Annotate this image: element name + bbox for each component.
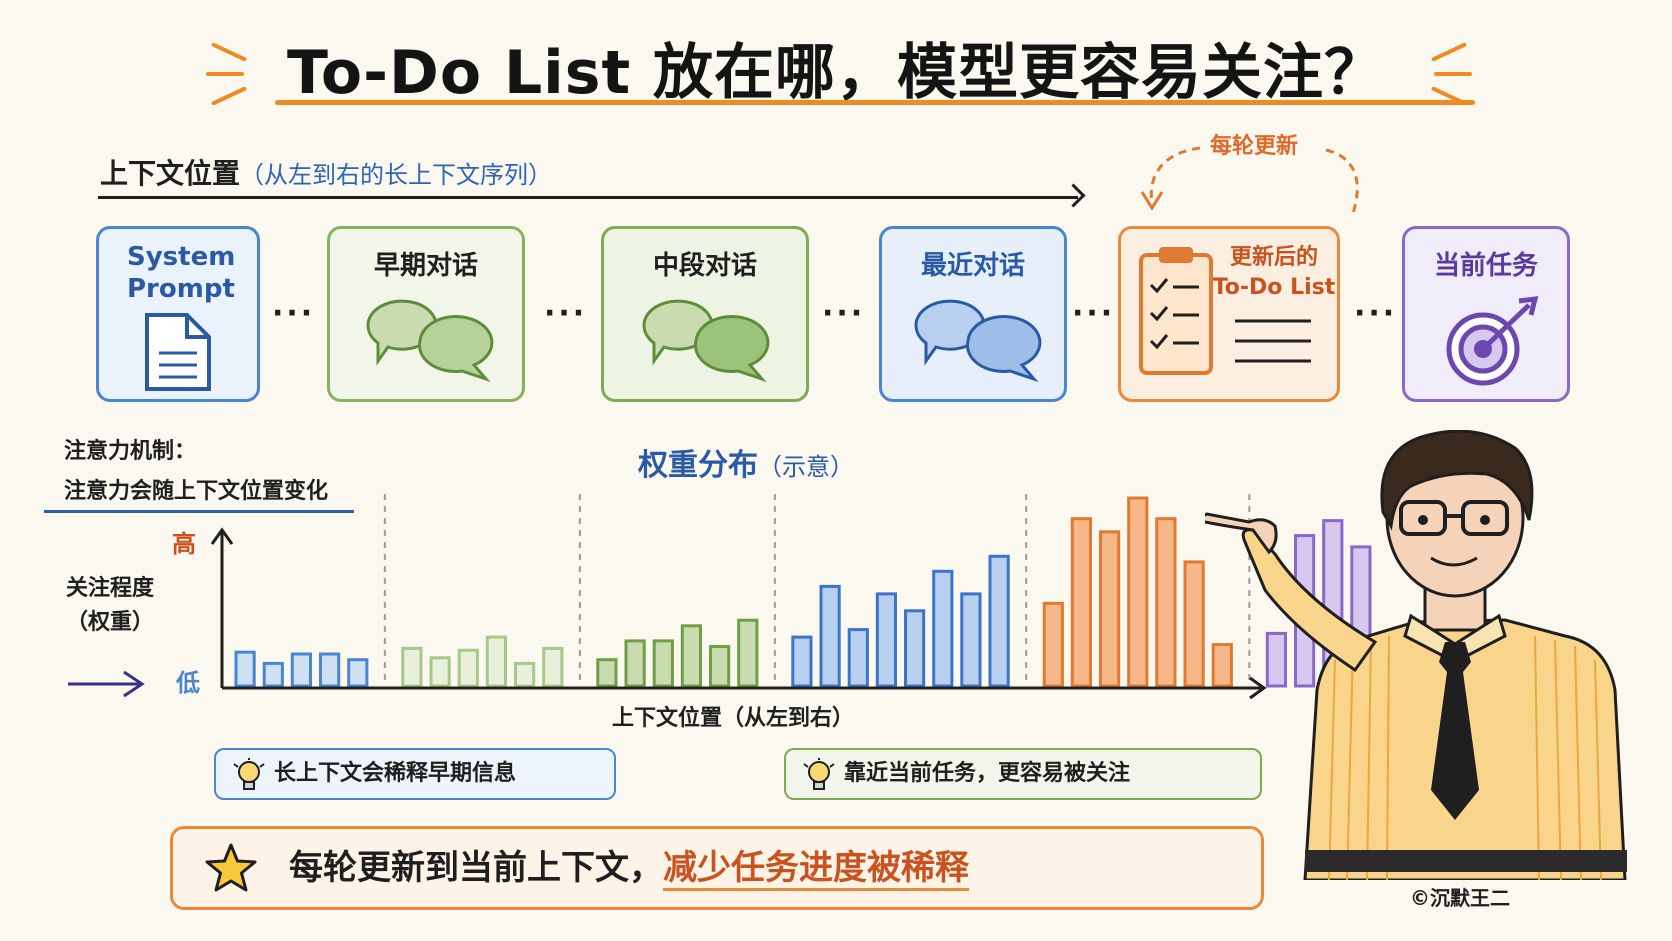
chart-bar xyxy=(429,656,451,688)
star-icon xyxy=(205,843,257,892)
update-label: 每轮更新 xyxy=(1210,134,1299,159)
y-axis-arrow-icon xyxy=(210,527,234,545)
chart-bar xyxy=(457,648,479,688)
card-current-task: 当前任务 xyxy=(1402,226,1570,402)
ellipsis: ··· xyxy=(272,296,316,331)
chart-bar xyxy=(988,554,1010,688)
chart-bar xyxy=(652,639,674,688)
ellipsis: ··· xyxy=(1354,296,1398,331)
x-axis-arrow-icon xyxy=(1249,676,1267,700)
mechanism-line1: 注意力机制： xyxy=(64,439,197,464)
sequence-arrow xyxy=(98,196,1078,199)
chart-bar xyxy=(262,661,284,688)
chart-bar xyxy=(234,650,256,688)
mechanism-line2: 注意力会随上下文位置变化 xyxy=(64,479,329,504)
card-system-prompt: System Prompt xyxy=(96,226,260,402)
spark-mark xyxy=(206,72,244,76)
chart-bar xyxy=(319,652,341,688)
card-todo-list-label: 更新后的 To-Do List xyxy=(1211,243,1337,303)
mechanism-underline xyxy=(44,510,354,513)
chart-bar xyxy=(791,635,813,688)
chart-bar xyxy=(960,592,982,688)
sequence-label-main: 上下文位置 xyxy=(100,157,241,190)
card-todo-line2: To-Do List xyxy=(1212,275,1336,300)
chart-bar xyxy=(1127,496,1149,688)
chart-bar xyxy=(485,635,507,688)
document-icon xyxy=(145,313,211,391)
card-middle-dialogue: 中段对话 xyxy=(601,226,809,402)
target-icon xyxy=(1446,296,1539,386)
chat-bubbles-icon xyxy=(914,299,1042,383)
chart-bar xyxy=(401,646,423,688)
card-todo-line1: 更新后的 xyxy=(1229,245,1318,270)
card-system-prompt-label: System Prompt xyxy=(127,242,236,304)
y-axis-label: 关注程度（权重） xyxy=(60,572,160,640)
lightbulb-icon xyxy=(233,758,265,790)
update-loop-arrow-icon xyxy=(1140,146,1359,217)
chat-bubbles-icon xyxy=(366,299,494,383)
chart-title: 权重分布（示意） xyxy=(0,440,1582,484)
chart-title-note: （示意） xyxy=(758,453,854,481)
card-recent-dialogue: 最近对话 xyxy=(879,226,1067,402)
summary-text-highlight: 减少任务进度被稀释 xyxy=(663,848,969,891)
chart-bar xyxy=(1211,643,1233,688)
clipboard-checklist-icon xyxy=(1139,247,1311,375)
y-axis-label-text: 关注程度（权重） xyxy=(65,576,154,635)
pointer-arrow-icon xyxy=(123,670,145,698)
chart-bar xyxy=(709,645,731,688)
note-proximity: 靠近当前任务，更容易被关注 xyxy=(784,748,1262,800)
note-dilution: 长上下文会稀释早期信息 xyxy=(214,748,616,800)
chart-bar xyxy=(1070,517,1093,688)
chart-bar xyxy=(542,646,564,688)
chart-bar xyxy=(1042,601,1064,688)
chart-bar xyxy=(680,624,702,688)
chart-title-main: 权重分布 xyxy=(638,448,758,483)
card-todo-list: 更新后的 To-Do List xyxy=(1118,226,1340,402)
ellipsis: ··· xyxy=(822,296,866,331)
ellipsis: ··· xyxy=(544,296,588,331)
sequence-label-note: （从左到右的长上下文序列） xyxy=(240,161,553,189)
presenter-illustration xyxy=(1205,430,1627,880)
chart-bar xyxy=(932,569,954,688)
note-dilution-text: 长上下文会稀释早期信息 xyxy=(274,761,517,786)
copyright-text: ©沉默王二 xyxy=(1410,886,1510,910)
y-axis-high-label: 高 xyxy=(172,530,196,558)
chart-bar xyxy=(514,661,536,688)
card-current-task-label: 当前任务 xyxy=(1433,251,1538,281)
chart-bar xyxy=(1099,530,1121,688)
card-early-dialogue: 早期对话 xyxy=(327,226,525,402)
spark-mark xyxy=(1434,72,1472,76)
chart-bar xyxy=(624,639,646,688)
chart-bar xyxy=(347,658,369,688)
sequence-label: 上下文位置（从左到右的长上下文序列） xyxy=(100,152,552,192)
ellipsis: ··· xyxy=(1072,296,1116,331)
chart-bar xyxy=(1155,517,1177,688)
chart-bar xyxy=(847,628,869,688)
lightbulb-icon xyxy=(803,758,835,790)
summary-text-part1: 每轮更新到当前上下文， xyxy=(289,848,663,888)
x-axis-label: 上下文位置（从左到右） xyxy=(612,706,855,731)
chart-bar xyxy=(875,592,897,688)
chat-bubbles-icon xyxy=(642,299,770,383)
summary-banner: 每轮更新到当前上下文，减少任务进度被稀释 xyxy=(170,826,1264,910)
chart-bar xyxy=(904,609,926,688)
chart-bar xyxy=(737,618,759,688)
chart-bar xyxy=(1265,631,1288,688)
page-title: To-Do List 放在哪，模型更容易关注？ xyxy=(286,38,1386,108)
y-axis-low-label: 低 xyxy=(176,669,200,697)
card-early-dialogue-label: 早期对话 xyxy=(373,251,478,281)
chart-bar xyxy=(596,658,618,688)
chart-bar xyxy=(819,584,841,688)
title-underline xyxy=(275,100,1475,105)
mechanism-text: 注意力机制： 注意力会随上下文位置变化 xyxy=(64,432,328,512)
note-proximity-text: 靠近当前任务，更容易被关注 xyxy=(844,761,1131,786)
chart-bar xyxy=(290,652,312,688)
chart-bar xyxy=(1183,560,1205,688)
card-middle-dialogue-label: 中段对话 xyxy=(652,251,757,281)
card-recent-dialogue-label: 最近对话 xyxy=(920,251,1025,281)
